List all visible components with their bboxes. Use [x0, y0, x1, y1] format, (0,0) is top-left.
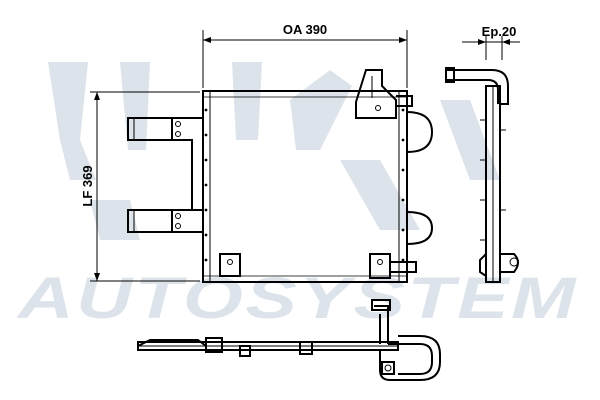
- autosystem-watermark: AUTOSYSTEM: [15, 62, 578, 331]
- bottom-right-bracket: [369, 253, 417, 279]
- thickness-dimension: Ep.20: [462, 24, 520, 60]
- bottom-left-bracket: [219, 253, 241, 277]
- top-right-bracket: [355, 69, 413, 119]
- condenser-bottom-view: [137, 299, 441, 381]
- side-view-ticks: [480, 119, 506, 241]
- left-lower-bracket: [127, 209, 203, 233]
- watermark-text: AUTOSYSTEM: [15, 266, 578, 331]
- thickness-dimension-label: Ep.20: [482, 24, 517, 39]
- width-dimension-label: OA 390: [283, 22, 327, 37]
- watermark-figures: [48, 62, 500, 240]
- condenser-front-view: [127, 69, 434, 283]
- condenser-core: [202, 90, 408, 283]
- right-tank-rivets: [401, 108, 405, 262]
- left-tank-rivets: [204, 108, 208, 262]
- right-tank-bosses: [406, 111, 434, 245]
- height-dimension: LF 369: [80, 91, 200, 282]
- condenser-side-view: [445, 67, 519, 283]
- width-dimension: OA 390: [202, 22, 408, 88]
- height-dimension-label: LF 369: [80, 165, 95, 206]
